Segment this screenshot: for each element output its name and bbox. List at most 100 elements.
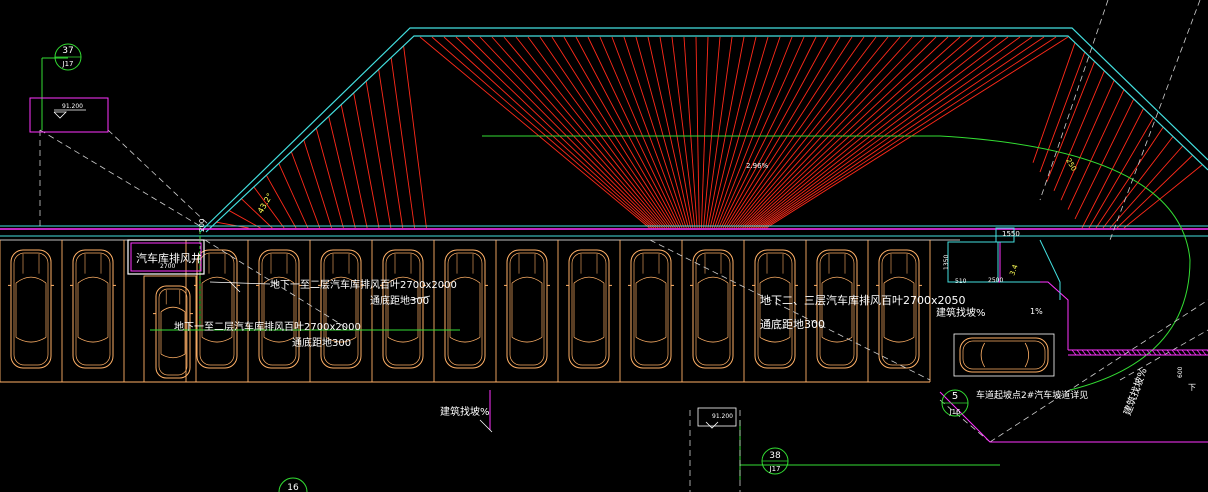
stall-extra-bay: [143, 275, 197, 383]
ramp-hatch-line: [539, 36, 672, 229]
ramp-hatch-line: [744, 36, 949, 229]
ramp-hatch-line: [726, 36, 853, 229]
grid-38-sheet: J17: [769, 465, 781, 473]
duct-right-sub: 通底距地300: [760, 317, 825, 331]
parked-car: [8, 249, 54, 369]
ramp-hatch-line: [290, 151, 321, 229]
ramp-hatch-line: [241, 198, 273, 229]
mark-T: 下: [1188, 383, 1196, 392]
duct-mid-left-sub: 通底距地300: [292, 336, 351, 349]
dim-600-label: 600: [1177, 366, 1184, 378]
ramp-hatch-line: [1123, 164, 1203, 229]
ramp-hatch-line: [739, 36, 925, 229]
ramp-hatch: [216, 36, 1203, 229]
elevation-1-value: 91.200: [62, 103, 83, 110]
parked-car: [380, 249, 426, 369]
ramp-hatch-line: [365, 81, 392, 229]
dim-1550-label: 1550: [1002, 230, 1020, 238]
ramp-hatch-line: [455, 36, 657, 229]
parked-car: [752, 249, 798, 369]
ramp-hatch-line: [353, 92, 380, 229]
ramp-hatch-line: [703, 36, 721, 229]
ramp-hatch-line: [1109, 145, 1184, 229]
ramp-hatch-line: [479, 36, 661, 229]
ramp-hatch-line: [722, 36, 829, 229]
strip-hatch-line: [1101, 349, 1107, 356]
strip-hatch-line: [1146, 349, 1152, 356]
ramp-hatch-line: [216, 221, 249, 229]
duct-top-left-label: 地下一至二层汽车库排风百叶2700x2000: [270, 278, 457, 291]
ramp-hatch-line: [635, 36, 689, 229]
leaders: [209, 281, 493, 433]
ramp-hatch-line: [711, 36, 769, 229]
ramp-hatch-line: [709, 36, 757, 229]
ramp-hatch-line: [683, 36, 698, 229]
fan-shaft-box: [127, 239, 205, 275]
ramp-hatch-line: [763, 36, 1057, 229]
ramp-hatch-line: [757, 36, 1021, 229]
ramp-hatch-line: [647, 36, 692, 229]
ramp-hatch-line: [735, 36, 901, 229]
duct-right-label: 地下二、三层汽车库排风百叶2700x2050: [760, 293, 966, 307]
ramp-hatch-line: [403, 45, 427, 229]
elevation-marker-1: 91.200: [53, 103, 86, 119]
grid-5-number: 5: [952, 391, 958, 402]
grid-37-sheet: J17: [62, 60, 74, 68]
grid-bubble-37: 37 J17: [54, 43, 82, 71]
ramp-hatch-line: [467, 36, 659, 229]
ramp-hatch-line: [563, 36, 676, 229]
ramp-hatch-line: [700, 36, 709, 229]
strip-hatch-line: [1181, 349, 1187, 356]
parked-car: [442, 249, 488, 369]
grid-38-number: 38: [769, 451, 781, 461]
car-extra-left: [153, 285, 193, 379]
grid-bubble-38: 38 J17: [761, 447, 789, 475]
ramp-hatch-line: [716, 36, 793, 229]
strip-hatch-line: [1111, 349, 1117, 356]
parked-car: [318, 249, 364, 369]
grid-bubble-16: 16: [278, 477, 308, 492]
strip-hatch-line: [1166, 349, 1172, 356]
grid-bubble-5: 5 J16: [941, 389, 969, 417]
ramp-hatch-line: [611, 36, 685, 229]
parked-car: [690, 249, 736, 369]
strip-hatch-line: [1201, 349, 1207, 356]
ramp-hatch-line: [491, 36, 663, 229]
ramp-hatch-line: [705, 36, 733, 229]
ramp-hatch-line: [765, 36, 1069, 229]
parked-car: [256, 249, 302, 369]
grid-5-sheet: J16: [949, 408, 962, 416]
duct-top-left-sub: 通底距地300: [370, 294, 429, 307]
ramp-hatch-line: [1032, 42, 1076, 163]
parking-top-wall: [0, 225, 1208, 241]
dim-2700-label: 2700: [160, 263, 175, 270]
ramp-hatch-line: [1074, 98, 1135, 220]
ramp-hatch-line: [733, 36, 889, 229]
ramp-hatch-line: [1053, 70, 1105, 192]
ramp-hatch-line: [729, 36, 865, 229]
parked-car: [814, 249, 860, 369]
ramp-hatch-line: [419, 36, 650, 229]
strip-hatch-line: [1081, 349, 1087, 356]
slope-right-label: 建筑找坡%: [936, 306, 986, 319]
fan-shaft-label: 汽车库排风井: [136, 251, 202, 265]
ramp-hatch-line: [695, 36, 700, 229]
ramp-hatch-line: [575, 36, 679, 229]
ramp-hatch-line: [303, 139, 333, 229]
dim-1500-curve-label: 250: [1064, 157, 1078, 173]
strip-hatch-line: [1126, 349, 1132, 356]
ramp-hatch-line: [1081, 108, 1145, 229]
strip-hatch-line: [1171, 349, 1177, 356]
ramp-hatch-line: [503, 36, 666, 229]
ramp-hatch-line: [713, 36, 781, 229]
ramp-hatch-line: [1060, 80, 1115, 201]
strip-hatch-line: [1116, 349, 1122, 356]
duct-mid-left-label: 地下一至二层汽车库排风百叶2700x2000: [174, 320, 361, 333]
ramp-entry-structure: [947, 227, 1061, 300]
parked-car: [628, 249, 674, 369]
slope-bottom-label: 建筑找坡%: [440, 405, 490, 418]
ramp-outline: [199, 27, 1208, 233]
ramp-hatch-line: [1039, 51, 1086, 173]
ramp-hatch-line: [671, 36, 696, 229]
